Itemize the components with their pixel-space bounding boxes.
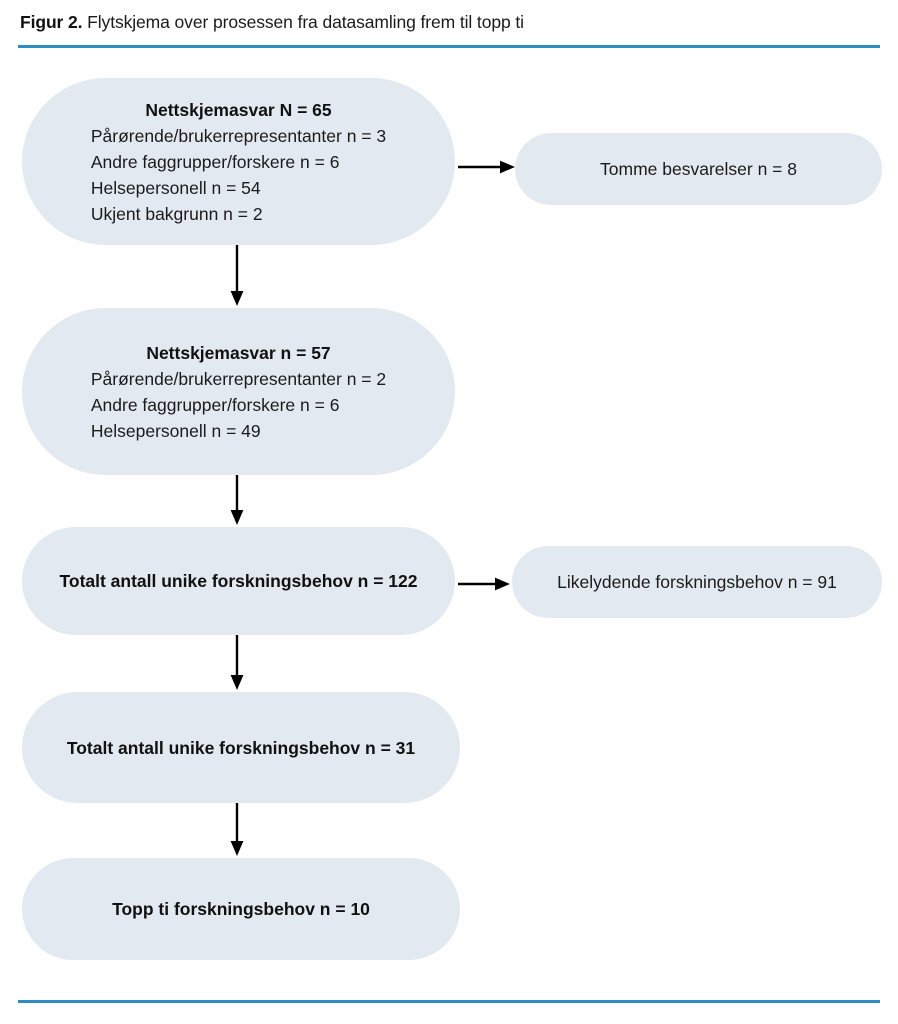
figure-label: Figur 2. [20, 12, 83, 32]
figure-caption: Figur 2. Flytskjema over prosessen fra d… [20, 10, 880, 34]
flow-node-top-ten: Topp ti forskningsbehov n = 10 [22, 858, 460, 960]
footer-divider-bottom [18, 1000, 880, 1003]
flow-node-empty-replies: Tomme besvarelser n = 8 [515, 133, 882, 205]
flow-node-line: Ukjent bakgrunn n = 2 [90, 203, 263, 224]
arrow-down-icon [225, 475, 249, 527]
flow-node-line: Helsepersonell n = 49 [90, 420, 261, 441]
flow-node-line: Pårørende/brukerrepresentanter n = 3 [90, 125, 387, 146]
arrow-right-icon [458, 155, 518, 179]
flow-node-label: Totalt antall unike forskningsbehov n = … [59, 571, 418, 591]
arrow-down-icon [225, 635, 249, 692]
flow-node-title: Nettskjemasvar n = 57 [146, 342, 331, 363]
arrow-right-icon [458, 572, 513, 596]
flow-node-line: Pårørende/brukerrepresentanter n = 2 [90, 368, 387, 389]
flow-node-label: Topp ti forskningsbehov n = 10 [112, 899, 370, 919]
flow-node-label: Totalt antall unike forskningsbehov n = … [66, 737, 416, 758]
flow-node-label: Tomme besvarelser n = 8 [600, 159, 797, 179]
flow-node-survey-valid: Nettskjemasvar n = 57 Pårørende/brukerre… [22, 308, 455, 475]
flow-node-unique-31: Totalt antall unike forskningsbehov n = … [22, 692, 460, 803]
flow-node-label: Likelydende forskningsbehov n = 91 [557, 572, 837, 592]
arrow-down-icon [225, 803, 249, 858]
flow-node-line: Andre faggrupper/forskere n = 6 [90, 151, 340, 172]
flow-node-line: Helsepersonell n = 54 [90, 177, 261, 198]
arrow-down-icon [225, 245, 249, 308]
figure-caption-text: Flytskjema over prosessen fra datasamlin… [87, 12, 524, 32]
flow-node-title: Nettskjemasvar N = 65 [145, 99, 332, 120]
flow-node-similar-91: Likelydende forskningsbehov n = 91 [512, 546, 882, 618]
flow-node-unique-122: Totalt antall unike forskningsbehov n = … [22, 527, 455, 635]
flow-node-survey-total: Nettskjemasvar N = 65 Pårørende/brukerre… [22, 78, 455, 245]
header-divider-top [18, 45, 880, 48]
flow-node-line: Andre faggrupper/forskere n = 6 [90, 394, 340, 415]
